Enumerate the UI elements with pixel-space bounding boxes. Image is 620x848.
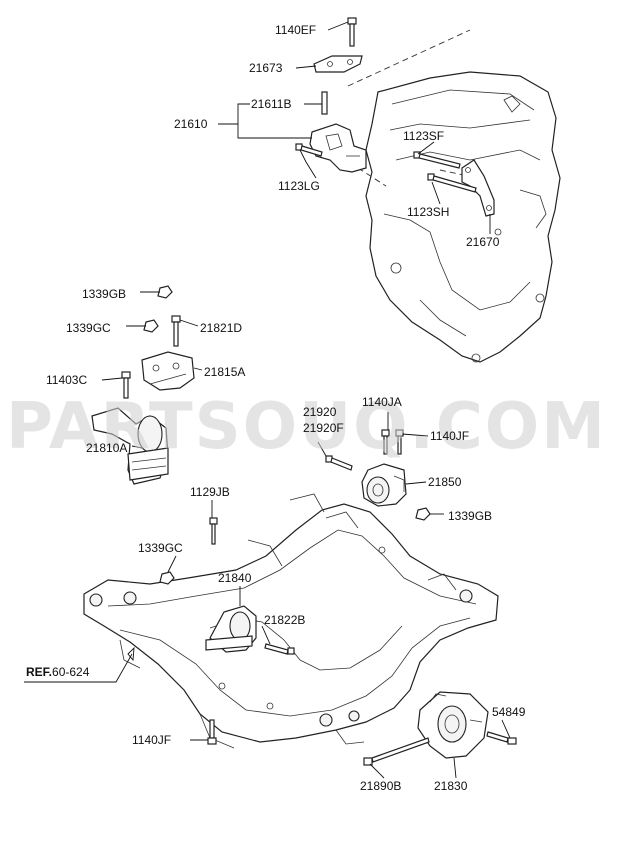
label-21830[interactable]: 21830: [434, 779, 468, 793]
label-21611B[interactable]: 21611B: [251, 97, 291, 111]
label-1339GB-right[interactable]: 1339GB: [448, 509, 492, 523]
label-21610[interactable]: 21610: [174, 117, 208, 131]
label-21822B[interactable]: 21822B: [264, 613, 305, 627]
reference-line: [357, 167, 387, 187]
roll-mount-21840: [159, 517, 295, 745]
transmission-mount-21810A: [91, 285, 195, 485]
label-1140EF[interactable]: 1140EF: [275, 23, 316, 37]
part-labels: 1140EF 21673 21611B 21610 1123LG 1123SF …: [26, 23, 526, 793]
label-1140JF-bottom[interactable]: 1140JF: [132, 733, 171, 747]
reference-code: 60-624: [52, 665, 90, 679]
label-21670[interactable]: 21670: [466, 235, 500, 249]
label-11403C[interactable]: 11403C: [46, 373, 87, 387]
label-1339GC-upper[interactable]: 1339GC: [66, 321, 111, 335]
reference-label[interactable]: REF.60-624: [26, 665, 90, 679]
engine-mount-bracket-21610: [295, 17, 367, 173]
reference-line: [347, 29, 471, 87]
engine-mount-bracket-21670: [413, 151, 495, 217]
label-1339GB-upper[interactable]: 1339GB: [82, 287, 126, 301]
reference-leader: [24, 653, 133, 683]
label-1129JB[interactable]: 1129JB: [190, 485, 230, 499]
label-1339GC-lower[interactable]: 1339GC: [138, 541, 183, 555]
leader-lines: [24, 21, 511, 779]
label-21821D[interactable]: 21821D: [200, 321, 242, 335]
label-21920[interactable]: 21920: [303, 405, 337, 419]
engine-mount-21850: [325, 429, 431, 521]
label-21850[interactable]: 21850: [428, 475, 462, 489]
label-1140JF-right[interactable]: 1140JF: [430, 429, 469, 443]
label-54849[interactable]: 54849: [492, 705, 526, 719]
reference-prefix: REF.: [26, 665, 52, 679]
label-1140JA[interactable]: 1140JA: [362, 395, 402, 409]
watermark-text: PARTSOUQ.COM: [6, 390, 607, 464]
engine-block: [365, 71, 561, 363]
label-1123SH[interactable]: 1123SH: [407, 205, 449, 219]
label-1123LG[interactable]: 1123LG: [278, 179, 320, 193]
label-21920F[interactable]: 21920F: [303, 421, 344, 435]
sub-frame: [83, 493, 499, 749]
label-21673[interactable]: 21673: [249, 61, 283, 75]
label-21810A[interactable]: 21810A: [86, 441, 127, 455]
label-1123SF[interactable]: 1123SF: [403, 129, 444, 143]
transmission-mount-21830: [363, 691, 517, 766]
label-21890B[interactable]: 21890B: [360, 779, 401, 793]
label-21815A[interactable]: 21815A: [204, 365, 245, 379]
label-21840[interactable]: 21840: [218, 571, 252, 585]
